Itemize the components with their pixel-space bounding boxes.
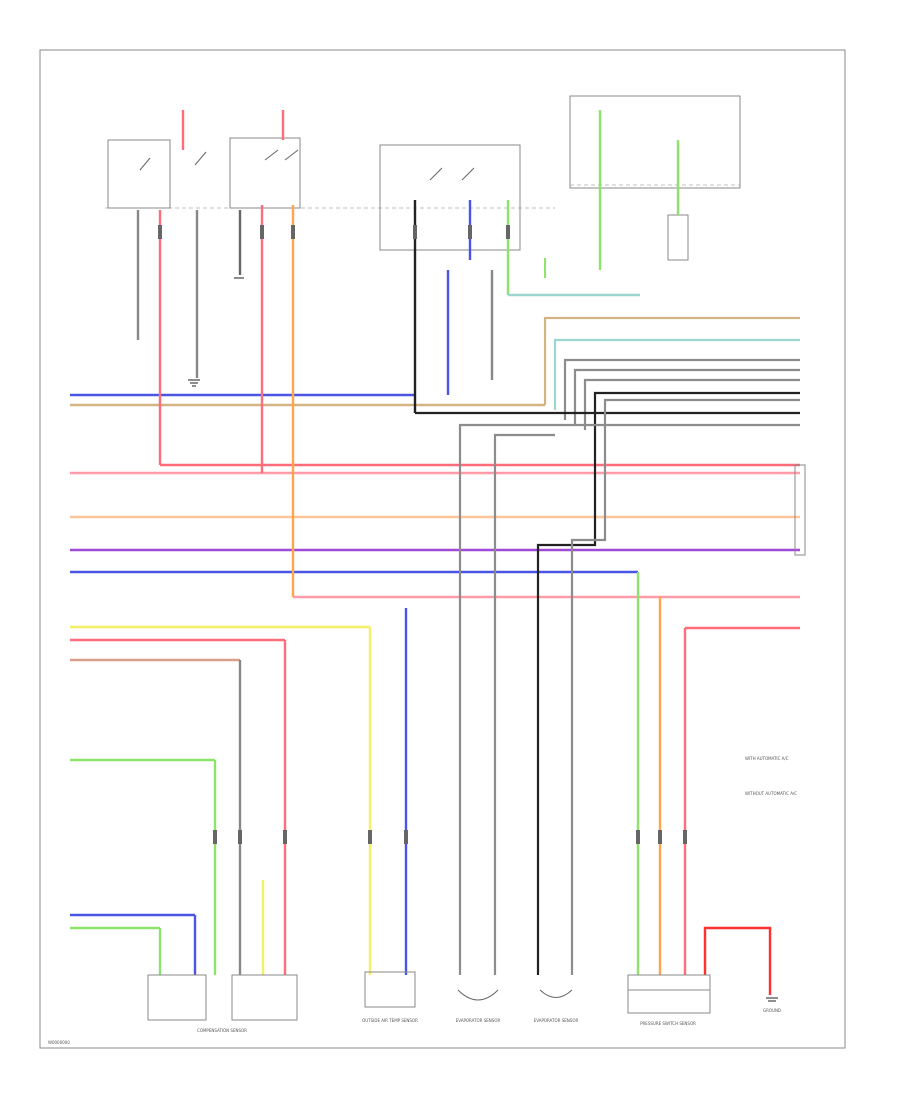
label-pressure-switch: PRESSURE SWITCH SENSOR bbox=[640, 1021, 696, 1026]
horizontal-wires bbox=[70, 393, 800, 930]
module-box-top-right bbox=[569, 95, 741, 189]
ground-symbols bbox=[188, 277, 778, 1002]
label-outside-air-sensor: OUTSIDE AIR TEMP SENSOR bbox=[362, 1018, 418, 1023]
sensor-box-top-right bbox=[667, 214, 689, 261]
harness-bundle bbox=[415, 316, 800, 975]
label-evaporator-sensor-2: EVAPORATOR SENSOR bbox=[534, 1018, 579, 1023]
label-compensation-sensor: COMPENSATION SENSOR bbox=[197, 1028, 247, 1033]
diagram-frame bbox=[39, 49, 846, 1049]
component-box-left-a bbox=[147, 974, 207, 1021]
relay-box-mid bbox=[229, 137, 301, 209]
right-connector-block bbox=[794, 464, 806, 556]
note-1: WITH AUTOMATIC A/C bbox=[745, 756, 789, 761]
component-box-left-b bbox=[231, 974, 298, 1021]
label-ground: GROUND bbox=[763, 1008, 781, 1013]
vertical-wires-bottom bbox=[158, 572, 800, 995]
switch-symbols bbox=[139, 149, 475, 181]
figure-id: W0000000 bbox=[48, 1040, 70, 1045]
component-box-mid bbox=[364, 971, 416, 1008]
component-box-right bbox=[627, 974, 711, 1014]
wire-marker-ticks bbox=[158, 225, 687, 844]
vertical-wires-top bbox=[136, 110, 680, 597]
sensor-symbol-c2 bbox=[539, 989, 573, 998]
label-evaporator-sensor-1: EVAPORATOR SENSOR bbox=[456, 1018, 501, 1023]
sensor-symbol-c1 bbox=[457, 989, 499, 1001]
note-2: WITHOUT AUTOMATIC A/C bbox=[745, 791, 797, 796]
relay-box-left bbox=[107, 139, 171, 209]
relay-box-right bbox=[379, 144, 521, 251]
